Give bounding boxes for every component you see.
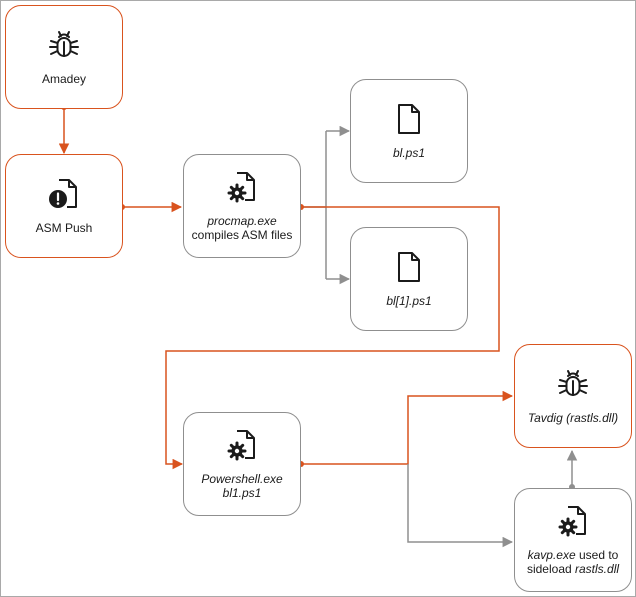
node-kavp[interactable]: kavp.exe used to sideload rastls.dll (514, 488, 632, 592)
document-alert-icon (47, 177, 81, 211)
node-asm-push[interactable]: ASM Push (5, 154, 123, 258)
edge-powershell-to-tavdig (298, 390, 514, 467)
document-gear-icon (556, 504, 590, 538)
node-amadey[interactable]: Amadey (5, 5, 123, 109)
bug-icon (556, 367, 590, 401)
node-label-line1: kavp.exe used to (528, 548, 619, 562)
node-label-dll: rastls.dll (575, 562, 620, 576)
node-bl1-ps1[interactable]: bl[1].ps1 (350, 227, 468, 331)
node-label: bl.ps1 (392, 146, 426, 160)
node-label: Amadey (41, 72, 87, 86)
node-powershell[interactable]: Powershell.exe bl1.ps1 (183, 412, 301, 516)
edge-procmap-to-ps1-files (301, 125, 351, 285)
edge-powershell-to-kavp (407, 464, 514, 548)
node-label-text: used to (575, 548, 619, 562)
document-gear-icon (225, 170, 259, 204)
node-label-line2: sideload rastls.dll (527, 562, 619, 576)
node-label-line2: bl1.ps1 (222, 486, 262, 500)
node-label-text: sideload (526, 562, 576, 576)
node-label: ASM Push (35, 221, 93, 235)
node-procmap[interactable]: procmap.exe compiles ASM files (183, 154, 301, 258)
node-label-line2: compiles ASM files (191, 228, 293, 242)
document-icon (392, 102, 426, 136)
bug-icon (47, 28, 81, 62)
edge-kavp-to-tavdig (566, 449, 578, 490)
node-label: bl[1].ps1 (386, 294, 432, 308)
document-gear-icon (225, 428, 259, 462)
edge-amadey-to-asm-push (58, 104, 70, 155)
node-label-exe: kavp.exe (527, 548, 576, 562)
node-label-line1: procmap.exe (207, 214, 277, 228)
edge-asm-push-to-procmap (119, 201, 183, 213)
node-label-line1: Powershell.exe (201, 472, 283, 486)
node-label: Tavdig (rastls.dll) (527, 411, 619, 425)
document-icon (392, 250, 426, 284)
node-tavdig[interactable]: Tavdig (rastls.dll) (514, 344, 632, 448)
node-bl-ps1[interactable]: bl.ps1 (350, 79, 468, 183)
